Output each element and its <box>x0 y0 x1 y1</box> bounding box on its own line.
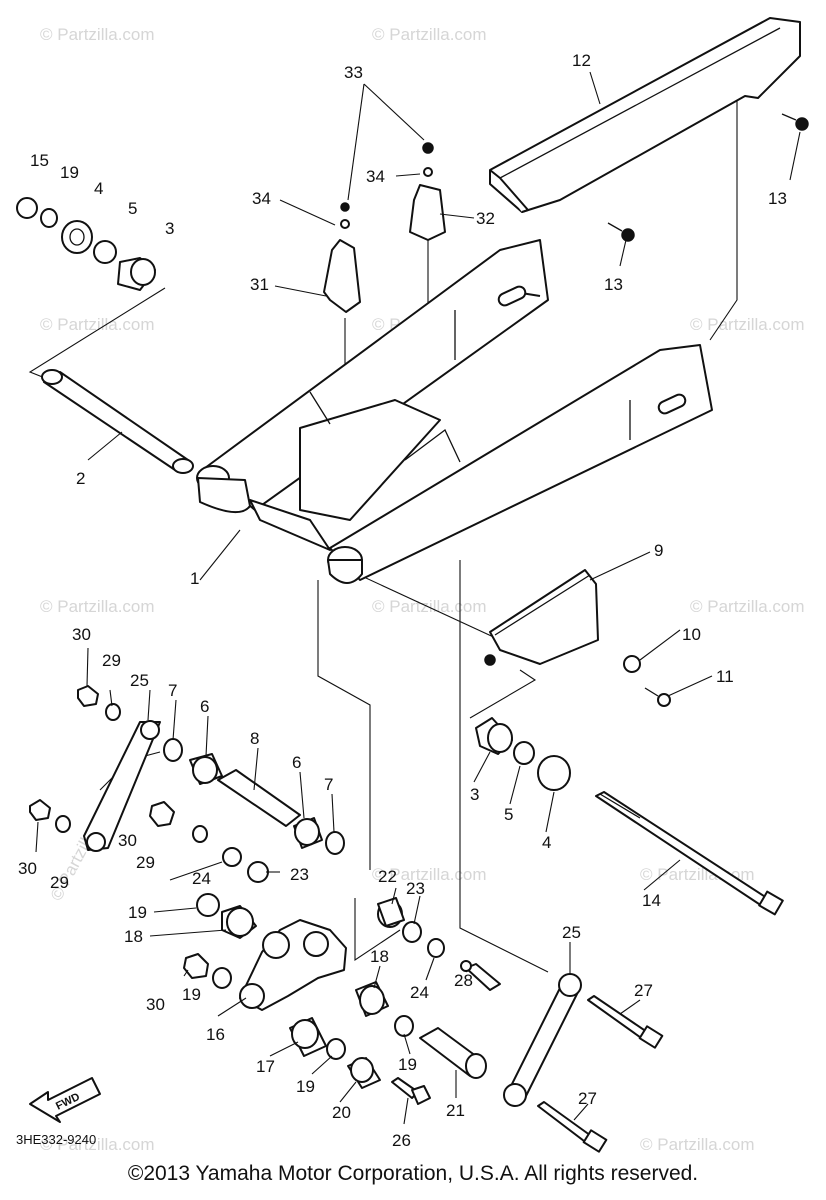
callout-2: 2 <box>76 469 85 488</box>
callout-23: 23 <box>290 865 309 884</box>
callout-25: 25 <box>130 671 149 690</box>
callout-13: 13 <box>604 275 623 294</box>
callout-32: 32 <box>476 209 495 228</box>
callout-29: 29 <box>102 651 121 670</box>
swingarm <box>196 239 713 584</box>
callout-7: 7 <box>324 775 333 794</box>
callout-5: 5 <box>128 199 137 218</box>
bolts-27 <box>537 995 664 1153</box>
watermark: © Partzilla.com <box>640 1135 755 1154</box>
callout-9: 9 <box>654 541 663 560</box>
callout-13: 13 <box>768 189 787 208</box>
collar-set-upper <box>163 738 345 855</box>
callout-30: 30 <box>72 625 91 644</box>
callout-33: 33 <box>344 63 363 82</box>
callout-7: 7 <box>168 681 177 700</box>
watermark: © Partzilla.com <box>372 865 487 884</box>
callout-18: 18 <box>124 927 143 946</box>
callout-19: 19 <box>128 903 147 922</box>
callout-24: 24 <box>410 983 429 1002</box>
bolts-upper <box>340 113 809 707</box>
copyright-notice: ©2013 Yamaha Motor Corporation, U.S.A. A… <box>127 1162 699 1185</box>
watermark: © Partzilla.com <box>40 25 155 44</box>
callout-19: 19 <box>398 1055 417 1074</box>
watermark: © Partzilla.com <box>690 597 805 616</box>
fwd-arrow-icon: FWD <box>29 1077 101 1123</box>
chain-case <box>489 17 801 213</box>
watermark: © Partzilla.com <box>40 1135 155 1154</box>
watermark: © Partzilla.com <box>372 597 487 616</box>
relay-arm <box>239 919 347 1011</box>
callout-6: 6 <box>200 697 209 716</box>
callout-6: 6 <box>292 753 301 772</box>
collar-set-lower <box>289 1017 487 1089</box>
assembly-lines <box>28 96 738 973</box>
callout-27: 27 <box>634 981 653 1000</box>
callout-14: 14 <box>642 891 661 910</box>
callout-10: 10 <box>682 625 701 644</box>
callout-20: 20 <box>332 1103 351 1122</box>
callout-30: 30 <box>18 859 37 878</box>
pivot-bearing-stack-right <box>475 717 571 791</box>
callout-3: 3 <box>165 219 174 238</box>
callouts: 1 2 3 3 4 4 5 5 6 6 7 7 8 9 10 11 12 13 … <box>18 51 787 1150</box>
callout-27: 27 <box>578 1089 597 1108</box>
chain-guides <box>323 184 599 666</box>
pivot-bolt <box>595 791 784 916</box>
callout-19: 19 <box>296 1077 315 1096</box>
callout-16: 16 <box>206 1025 225 1044</box>
callout-5: 5 <box>504 805 513 824</box>
callout-28: 28 <box>454 971 473 990</box>
callout-29: 29 <box>136 853 155 872</box>
callout-30: 30 <box>118 831 137 850</box>
callout-25: 25 <box>562 923 581 942</box>
callout-21: 21 <box>446 1101 465 1120</box>
connecting-rod-right <box>503 973 582 1107</box>
callout-8: 8 <box>250 729 259 748</box>
connecting-rod-left <box>83 720 161 852</box>
watermark: © Partzilla.com <box>690 315 805 334</box>
callout-4: 4 <box>94 179 103 198</box>
watermark: © Partzilla.com <box>40 597 155 616</box>
catalog-code: 3HE332-9240 <box>16 1132 96 1147</box>
callout-30: 30 <box>146 995 165 1014</box>
callout-1: 1 <box>190 569 199 588</box>
callout-19: 19 <box>182 985 201 1004</box>
callout-15: 15 <box>30 151 49 170</box>
callout-11: 11 <box>716 667 734 686</box>
callout-24: 24 <box>192 869 211 888</box>
pivot-shaft <box>41 369 194 474</box>
watermark: © Partzilla.com <box>40 315 155 334</box>
callout-19: 19 <box>60 163 79 182</box>
collar-set-middle <box>355 897 501 1037</box>
callout-26: 26 <box>392 1131 411 1150</box>
bolt-lower <box>391 1077 431 1105</box>
watermark: © Partzilla.com <box>372 25 487 44</box>
leader-lines <box>35 71 801 1125</box>
callout-22: 22 <box>378 867 397 886</box>
callout-29: 29 <box>50 873 69 892</box>
callout-34: 34 <box>252 189 271 208</box>
callout-23: 23 <box>406 879 425 898</box>
callout-3: 3 <box>470 785 479 804</box>
callout-17: 17 <box>256 1057 275 1076</box>
callout-18: 18 <box>370 947 389 966</box>
nuts-washers <box>29 685 269 989</box>
callout-12: 12 <box>572 51 591 70</box>
callout-34: 34 <box>366 167 385 186</box>
callout-4: 4 <box>542 833 551 852</box>
pivot-bearing-stack-left <box>16 197 156 291</box>
callout-31: 31 <box>250 275 269 294</box>
